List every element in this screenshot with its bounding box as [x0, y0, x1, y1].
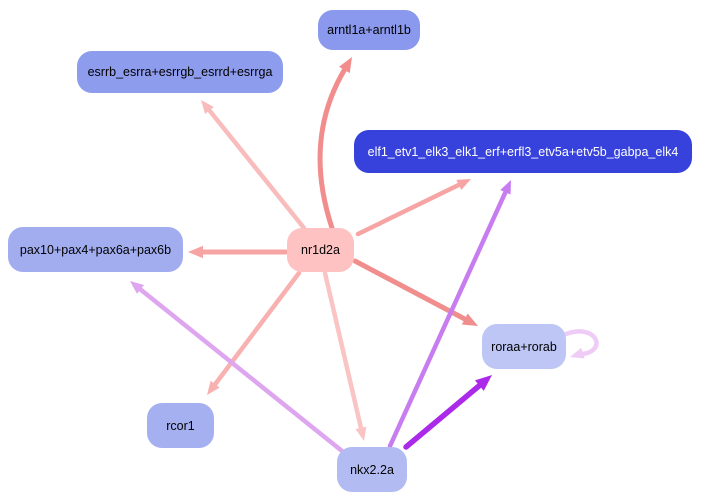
node-label: nkx2.2a: [350, 462, 394, 477]
edge-roraa-to-roraa: [563, 329, 599, 357]
node-esrrb[interactable]: esrrb_esrra+esrrgb_esrrd+esrrga: [77, 51, 283, 93]
edge-nr1d2a-to-elf1: [355, 182, 462, 237]
arrowhead-nr1d2a-to-roraa: [461, 313, 478, 326]
edge-nr1d2a-to-nkx2.2a: [322, 270, 364, 431]
node-label: elf1_etv1_elk3_elk1_erf+erfl3_etv5a+etv5…: [367, 144, 679, 159]
edge-nkx2.2a-to-roraa: [403, 382, 483, 450]
arrowhead-nkx2.2a-to-pax: [130, 281, 145, 294]
node-label: esrrb_esrra+esrrgb_esrrd+esrrga: [87, 65, 273, 79]
node-pax[interactable]: pax10+pax4+pax6a+pax6b: [8, 227, 183, 272]
arrowhead-nr1d2a-to-elf1: [456, 179, 471, 190]
node-label: roraa+rorab: [491, 339, 557, 354]
arrowhead-nr1d2a-to-pax: [188, 245, 203, 259]
node-label: rcor1: [166, 418, 195, 433]
node-nkx2.2a[interactable]: nkx2.2a: [337, 447, 407, 492]
edge-nkx2.2a-to-elf1: [387, 190, 508, 449]
node-label: nr1d2a: [301, 243, 340, 257]
node-arntl[interactable]: arntl1a+arntl1b: [318, 10, 420, 50]
edge-nkx2.2a-to-pax: [138, 287, 345, 454]
arrowhead-nkx2.2a-to-roraa: [474, 375, 492, 391]
edge-nr1d2a-to-roraa: [352, 258, 468, 322]
arrowhead-nkx2.2a-to-elf1: [500, 180, 511, 195]
node-label: pax10+pax4+pax6a+pax6b: [19, 242, 172, 257]
node-nr1d2a[interactable]: nr1d2a: [287, 228, 354, 272]
edge-nr1d2a-to-esrrb: [207, 108, 307, 231]
arrowhead-nr1d2a-to-esrrb: [201, 100, 214, 115]
node-rcor1[interactable]: rcor1: [147, 403, 214, 448]
edge-nr1d2a-to-rcor1: [212, 270, 302, 387]
node-roraa[interactable]: roraa+rorab: [482, 324, 566, 369]
arrowhead-nr1d2a-to-rcor1: [207, 380, 220, 395]
edge-nr1d2a-to-arntl: [317, 67, 347, 231]
node-label: arntl1a+arntl1b: [327, 23, 411, 37]
arrowhead-nr1d2a-to-nkx2.2a: [355, 426, 367, 441]
arrowhead-nr1d2a-to-arntl: [338, 57, 352, 74]
node-elf1[interactable]: elf1_etv1_elk3_elk1_erf+erfl3_etv5a+etv5…: [354, 130, 692, 173]
arrowhead-roraa-to-roraa: [570, 347, 585, 359]
